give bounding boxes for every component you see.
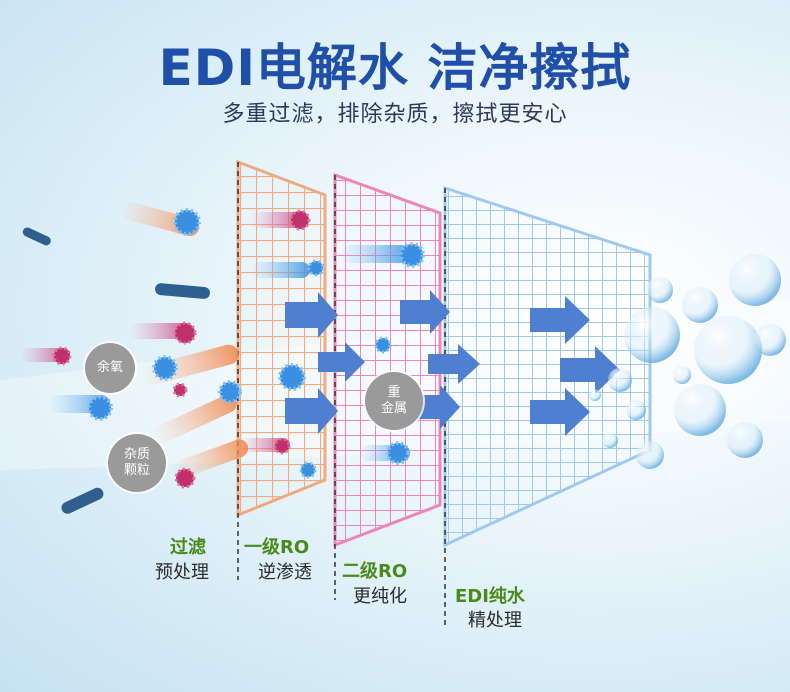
flow-arrows xyxy=(285,290,620,436)
page-subtitle: 多重过滤，排除杂质，擦拭更安心 xyxy=(222,102,568,127)
page-title: EDI电解水 洁净擦拭 xyxy=(158,39,632,97)
stage-3-title: 二级RO xyxy=(342,561,408,582)
water-bubbles xyxy=(589,254,786,469)
stage-4-subtitle: 精处理 xyxy=(468,610,522,631)
stage-1-title: 过滤 xyxy=(170,537,206,558)
stage-2-title: 一级RO xyxy=(244,537,310,558)
residual-chlorine-badge: 余氧 xyxy=(85,343,135,393)
heavy-metal-badge: 重 金属 xyxy=(365,372,423,430)
stage-2-subtitle: 逆渗透 xyxy=(258,562,312,583)
stage-1-subtitle: 预处理 xyxy=(155,562,209,583)
microbe-particles xyxy=(52,208,425,489)
impurity-particles-badge: 杂质 颗粒 xyxy=(108,434,166,492)
stage-4-title: EDI纯水 xyxy=(455,586,525,607)
rod-particles xyxy=(22,227,210,514)
stage-3-subtitle: 更纯化 xyxy=(353,586,407,607)
